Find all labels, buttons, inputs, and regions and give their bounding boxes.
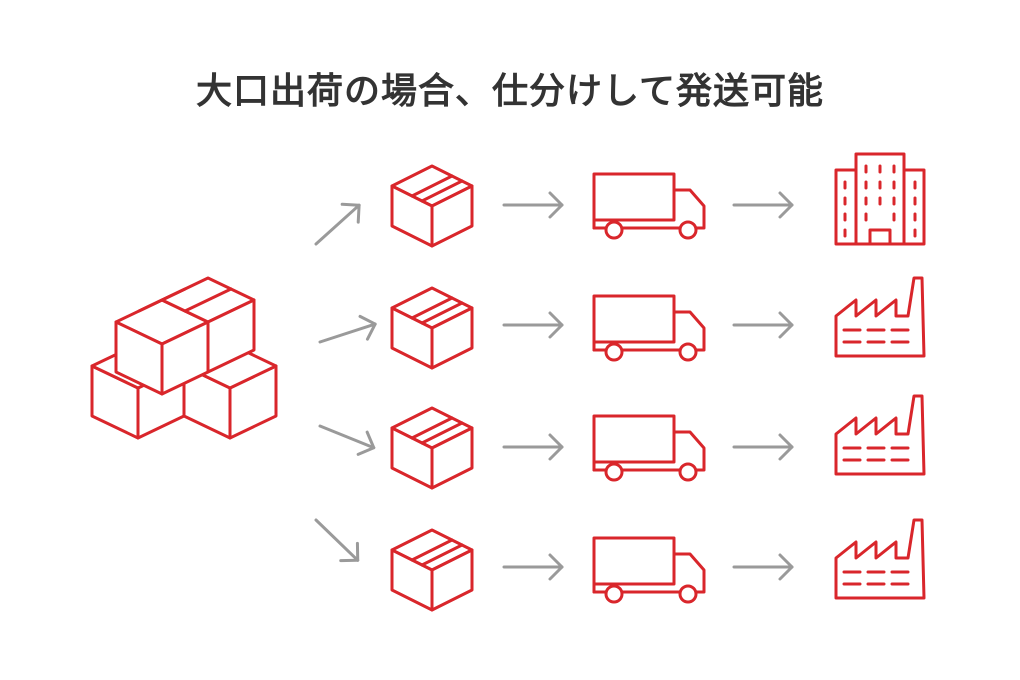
arrow-icon	[502, 311, 564, 339]
truck-icon	[592, 294, 706, 362]
box-icon	[390, 286, 474, 370]
stacked-boxes-icon	[90, 276, 278, 440]
box-icon	[390, 406, 474, 490]
arrow-icon	[732, 553, 794, 581]
flow-row-2	[390, 276, 926, 370]
factory-icon	[834, 276, 926, 358]
arrow-icon	[502, 433, 564, 461]
arrow-icon	[732, 311, 794, 339]
arrow-icon	[502, 191, 564, 219]
branch-arrow-4	[306, 509, 368, 571]
truck-icon	[592, 172, 706, 240]
arrow-icon	[732, 191, 794, 219]
branch-arrow-3	[314, 413, 380, 461]
branch-arrow-1	[306, 194, 369, 255]
factory-icon	[834, 394, 926, 476]
branch-arrow-2	[314, 311, 381, 355]
box-icon	[390, 164, 474, 248]
office-building-icon	[834, 152, 926, 246]
truck-icon	[592, 414, 706, 482]
factory-icon	[834, 518, 926, 600]
flow-row-4	[390, 518, 926, 612]
flow-row-3	[390, 394, 926, 490]
flow-row-1	[390, 152, 926, 248]
arrow-icon	[502, 553, 564, 581]
arrow-icon	[732, 433, 794, 461]
diagram-title: 大口出荷の場合、仕分けして発送可能	[196, 71, 824, 112]
box-icon	[390, 528, 474, 612]
truck-icon	[592, 536, 706, 604]
